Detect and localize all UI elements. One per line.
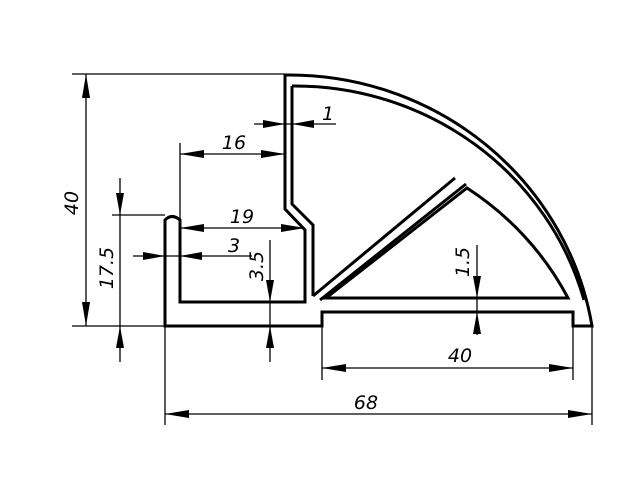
dimension-height-40: 40 [61, 74, 90, 326]
label-wall-1: 1 [322, 103, 334, 125]
dimension-width-68: 68 [165, 392, 592, 418]
dimension-base-40: 40 [322, 345, 573, 372]
dimension-width-19: 19 [180, 206, 305, 232]
label-height-40: 40 [61, 191, 83, 215]
dimension-rib-1-5: 1.5 [452, 245, 481, 335]
inner-vertical-wall [290, 86, 315, 296]
outer-contour [163, 73, 594, 328]
label-lip-3: 3 [228, 235, 240, 257]
dimension-lip-height-3-5: 3.5 [246, 240, 274, 362]
label-offset-16: 16 [222, 132, 246, 154]
extension-lines [72, 73, 593, 425]
label-lip-height-3-5: 3.5 [246, 251, 268, 281]
triangle-chamber [321, 186, 571, 300]
label-foot-17-5: 17.5 [96, 247, 118, 289]
label-width-68: 68 [354, 392, 378, 414]
label-width-19: 19 [230, 206, 254, 228]
diagonal-rib-lower [312, 176, 456, 298]
dimension-offset-16: 16 [180, 132, 285, 158]
label-rib-1-5: 1.5 [452, 247, 474, 277]
profile-outline [163, 73, 594, 328]
dimension-wall-1: 1 [254, 103, 336, 128]
dimension-foot-17-5: 17.5 [96, 178, 124, 362]
inner-arc-wall [291, 84, 586, 301]
diagonal-rib-upper [319, 182, 467, 302]
label-base-40: 40 [448, 345, 472, 367]
dimension-lip-3: 3 [133, 235, 252, 260]
